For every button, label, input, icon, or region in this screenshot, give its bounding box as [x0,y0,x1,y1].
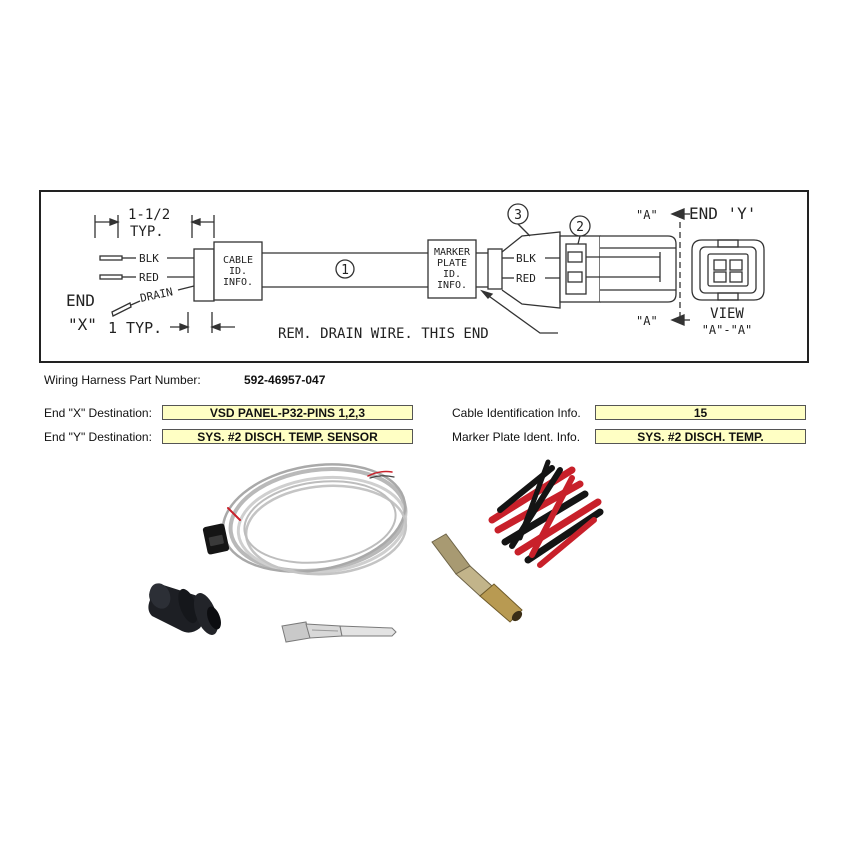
marker-plate-label: Marker Plate Ident. Info. [452,430,581,444]
end-y-destination-field: SYS. #2 DISCH. TEMP. SENSOR [162,429,413,444]
product-photos [148,459,604,643]
rem-drain-note: REM. DRAIN WIRE. THIS END [278,326,489,342]
view-sub-label: "A"-"A" [702,323,753,337]
end-x-quoted: "X" [68,315,97,334]
view-a-top: "A" [636,208,658,222]
cable-id-label: Cable Identification Info. [452,406,581,420]
callout-3: 3 [514,208,522,223]
callout-1: 1 [341,263,349,278]
view-label: VIEW [710,306,744,322]
marker-plate-line-1: MARKER [434,247,471,258]
cable-id-field: 15 [595,405,806,420]
marker-plate-field: SYS. #2 DISCH. TEMP. [595,429,806,444]
marker-plate-line-3: ID. [443,269,461,280]
callout-2: 2 [576,220,584,235]
end-y-label: END 'Y' [689,204,756,223]
dim-bottom-label: 1 TYP. [108,319,162,337]
dim-top-sub-label: TYP. [130,224,164,240]
wire-blk-label-right: BLK [516,252,536,265]
crimp-terminal-socket-image [431,533,523,623]
wire-blk-label-left: BLK [139,252,159,265]
wire-red-label-right: RED [516,272,536,285]
end-x-destination-label: End "X" Destination: [44,406,152,420]
marker-plate-line-4: INFO. [437,280,467,291]
dim-top-label: 1-1/2 [128,207,170,223]
heat-shrink-tubing-image [488,459,604,568]
end-y-destination-label: End "Y" Destination: [44,430,152,444]
cable-id-line-2: ID. [229,266,247,277]
wire-red-label-left: RED [139,271,159,284]
cable-id-line-3: INFO. [223,277,253,288]
crimp-terminal-pin-image [281,621,397,643]
view-a-bottom: "A" [636,314,658,328]
rubber-seal-image [148,583,221,635]
end-x-label: END [66,291,95,310]
marker-plate-line-2: PLATE [437,258,467,269]
cable-coil-image [202,463,408,576]
end-x-destination-field: VSD PANEL-P32-PINS 1,2,3 [162,405,413,420]
part-number-label: Wiring Harness Part Number: [44,373,201,387]
cable-id-line-1: CABLE [223,255,253,266]
part-number-value: 592-46957-047 [244,373,326,387]
wiring-harness-drawing: 1-1/2 TYP. BLK RED DRAIN END "X" 1 TYP. … [39,190,809,363]
